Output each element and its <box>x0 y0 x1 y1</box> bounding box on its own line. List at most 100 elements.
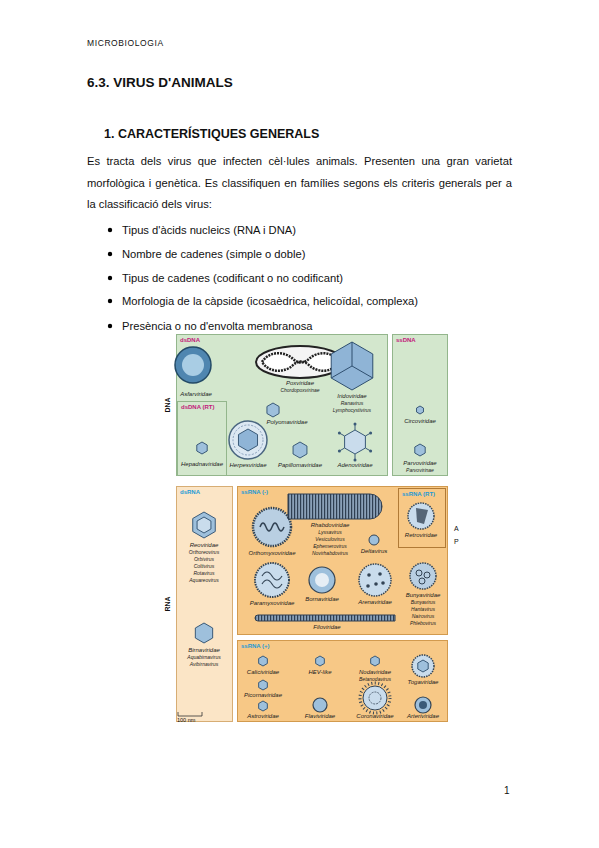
genus-name: Phlebovirus <box>400 620 446 627</box>
genus-name: Aquareovirus <box>177 577 231 584</box>
family-name: Rhabdoviridae <box>300 522 360 529</box>
family-name: Picornaviridae <box>238 692 288 699</box>
virus-family: Caliciviridae <box>238 669 288 676</box>
panel-heading: ssRNA (+) <box>241 643 270 650</box>
genus-name: Lyssavirus <box>300 529 360 536</box>
virus-family: Paramyxoviridae <box>242 600 302 607</box>
bullet-dot <box>108 228 112 232</box>
family-name: Paramyxoviridae <box>242 600 302 607</box>
virus-family: PoxviridaeChordopoxvirinae <box>268 380 332 394</box>
genus-name: Novirhabdovirus <box>300 550 360 557</box>
bullet-item: Tipus de cadenes (codificant o no codifi… <box>122 271 522 285</box>
genus-name: Bunyavirus <box>400 599 446 606</box>
panel-heading: dsRNA <box>180 489 200 496</box>
family-name: Hepadnaviridae <box>179 461 225 468</box>
bullet-dot <box>108 252 112 256</box>
virus-family: Asfarviridae <box>171 391 221 398</box>
group-label: DNA <box>163 385 173 425</box>
genus-name: Hantavirus <box>400 606 446 613</box>
family-name: Arenaviridae <box>351 599 399 606</box>
section-heading: 1. CARACTERÍSTIQUES GENERALS <box>104 126 524 142</box>
page-title: 6.3. VIRUS D'ANIMALS <box>87 75 507 90</box>
virus-family: Orthomyxoviridae <box>242 550 302 557</box>
family-name: Herpesviridae <box>223 462 273 469</box>
virus-family: RhabdoviridaeLyssavirusVesiculovirusEphe… <box>300 522 360 557</box>
virus-family: Arteriviridae <box>400 713 446 720</box>
bullet-item: Morfologia de la càpside (icosaèdrica, h… <box>122 294 522 308</box>
virus-family: Papillomaviridae <box>272 462 328 469</box>
genus-name: Betanodavirus <box>350 676 400 683</box>
genus-name: Nairovirus <box>400 613 446 620</box>
genome-panel: dsDNA (RT)Hepadnaviridae <box>177 401 227 476</box>
virus-family: BunyaviridaeBunyavirusHantavirusNairovir… <box>400 592 446 627</box>
family-name: Reoviridae <box>177 542 231 549</box>
genus-name: Vesiculovirus <box>300 536 360 543</box>
bullet-dot <box>108 228 112 328</box>
bullet-dot <box>108 276 112 280</box>
virus-family: Deltavirus <box>354 548 394 555</box>
virus-family: Astroviridae <box>238 713 288 720</box>
family-name: Arteriviridae <box>400 713 446 720</box>
genome-panel: ssRNA (-)OrthomyxoviridaeRhabdoviridaeLy… <box>237 486 448 635</box>
family-name: Togaviridae <box>400 679 446 686</box>
virus-family: IridoviridaeRanavirusLymphocystivirus <box>324 393 380 414</box>
family-name: Flaviviridae <box>297 713 343 720</box>
family-name: Bornaviridae <box>298 596 346 603</box>
family-name: Orthomyxoviridae <box>242 550 302 557</box>
panel-heading: dsDNA <box>180 337 200 344</box>
family-name: Caliciviridae <box>238 669 288 676</box>
virus-family: Filoviridae <box>297 624 357 631</box>
family-name: Adenoviridae <box>330 462 380 469</box>
group-label: RNA <box>163 584 173 624</box>
page-number: 1 <box>504 784 524 797</box>
virus-family: Coronaviridae <box>350 713 400 720</box>
panel-heading: ssRNA (RT) <box>402 491 435 498</box>
genus-name: Aquabirnavirus <box>177 654 231 661</box>
family-name: Deltavirus <box>354 548 394 555</box>
family-name: Birnaviridae <box>177 647 231 654</box>
family-name: Circoviridae <box>395 418 445 425</box>
virus-family: Arenaviridae <box>351 599 399 606</box>
family-name: HEV-like <box>300 669 340 676</box>
genus-name: Parvovirinae <box>395 467 445 474</box>
genus-name: Orthoreovirus <box>177 549 231 556</box>
family-name: Retroviridae <box>398 532 444 539</box>
genus-name: Ephemerovirus <box>300 543 360 550</box>
genome-panel: ssRNA (RT) Retroviridae <box>398 488 446 548</box>
genome-panel: ssRNA (+) Caliciviridae HEV-like Nodavirida… <box>237 640 448 722</box>
genome-panel: ssDNA CircoviridaeParvoviridaeParvovirina… <box>392 334 448 476</box>
bullet-item: Tipus d'àcids nucleics (RNA i DNA) <box>122 223 522 237</box>
virus-family: Flaviviridae <box>297 713 343 720</box>
panel-heading: ssDNA <box>396 337 416 344</box>
virus-family: Herpesviridae <box>223 462 273 469</box>
genus-name: Rotavirus <box>177 570 231 577</box>
virus-family: Polyomaviridae <box>259 419 315 426</box>
family-name: Asfarviridae <box>171 391 221 398</box>
running-header: MICROBIOLOGIA <box>87 38 287 49</box>
family-name: Bunyaviridae <box>400 592 446 599</box>
genus-name: Ranavirus <box>324 400 380 407</box>
genome-panel: dsDNAAsfarviridaePoxviridaeChordopoxviri… <box>176 334 388 476</box>
virus-family: Bornaviridae <box>298 596 346 603</box>
family-name: Iridoviridae <box>324 393 380 400</box>
family-name: Astroviridae <box>238 713 288 720</box>
bullet-dot <box>108 299 112 303</box>
virus-family: HEV-like <box>300 669 340 676</box>
genus-name: Chordopoxvirinae <box>268 387 332 394</box>
family-name: Polyomaviridae <box>259 419 315 426</box>
bullet-item: Nombre de cadenes (simple o doble) <box>122 247 522 261</box>
virus-family: Circoviridae <box>395 418 445 425</box>
genus-name: Avibirnavirus <box>177 661 231 668</box>
scale-label: 100 nm <box>177 717 207 724</box>
family-name: Parvoviridae <box>395 460 445 467</box>
genome-panel: dsRNAReoviridaeOrthoreovirusOrbivirusCol… <box>176 486 233 722</box>
virus-family: ParvoviridaeParvovirinae <box>395 460 445 474</box>
virus-family: NodaviridaeBetanodavirus <box>350 669 400 683</box>
virus-family: Retroviridae <box>398 532 444 539</box>
panel-heading: ssRNA (-) <box>241 489 268 496</box>
body-paragraph: Es tracta dels virus que infecten cèl·lu… <box>87 151 512 216</box>
family-name: Poxviridae <box>268 380 332 387</box>
virus-family: Hepadnaviridae <box>179 461 225 468</box>
family-name: Filoviridae <box>297 624 357 631</box>
